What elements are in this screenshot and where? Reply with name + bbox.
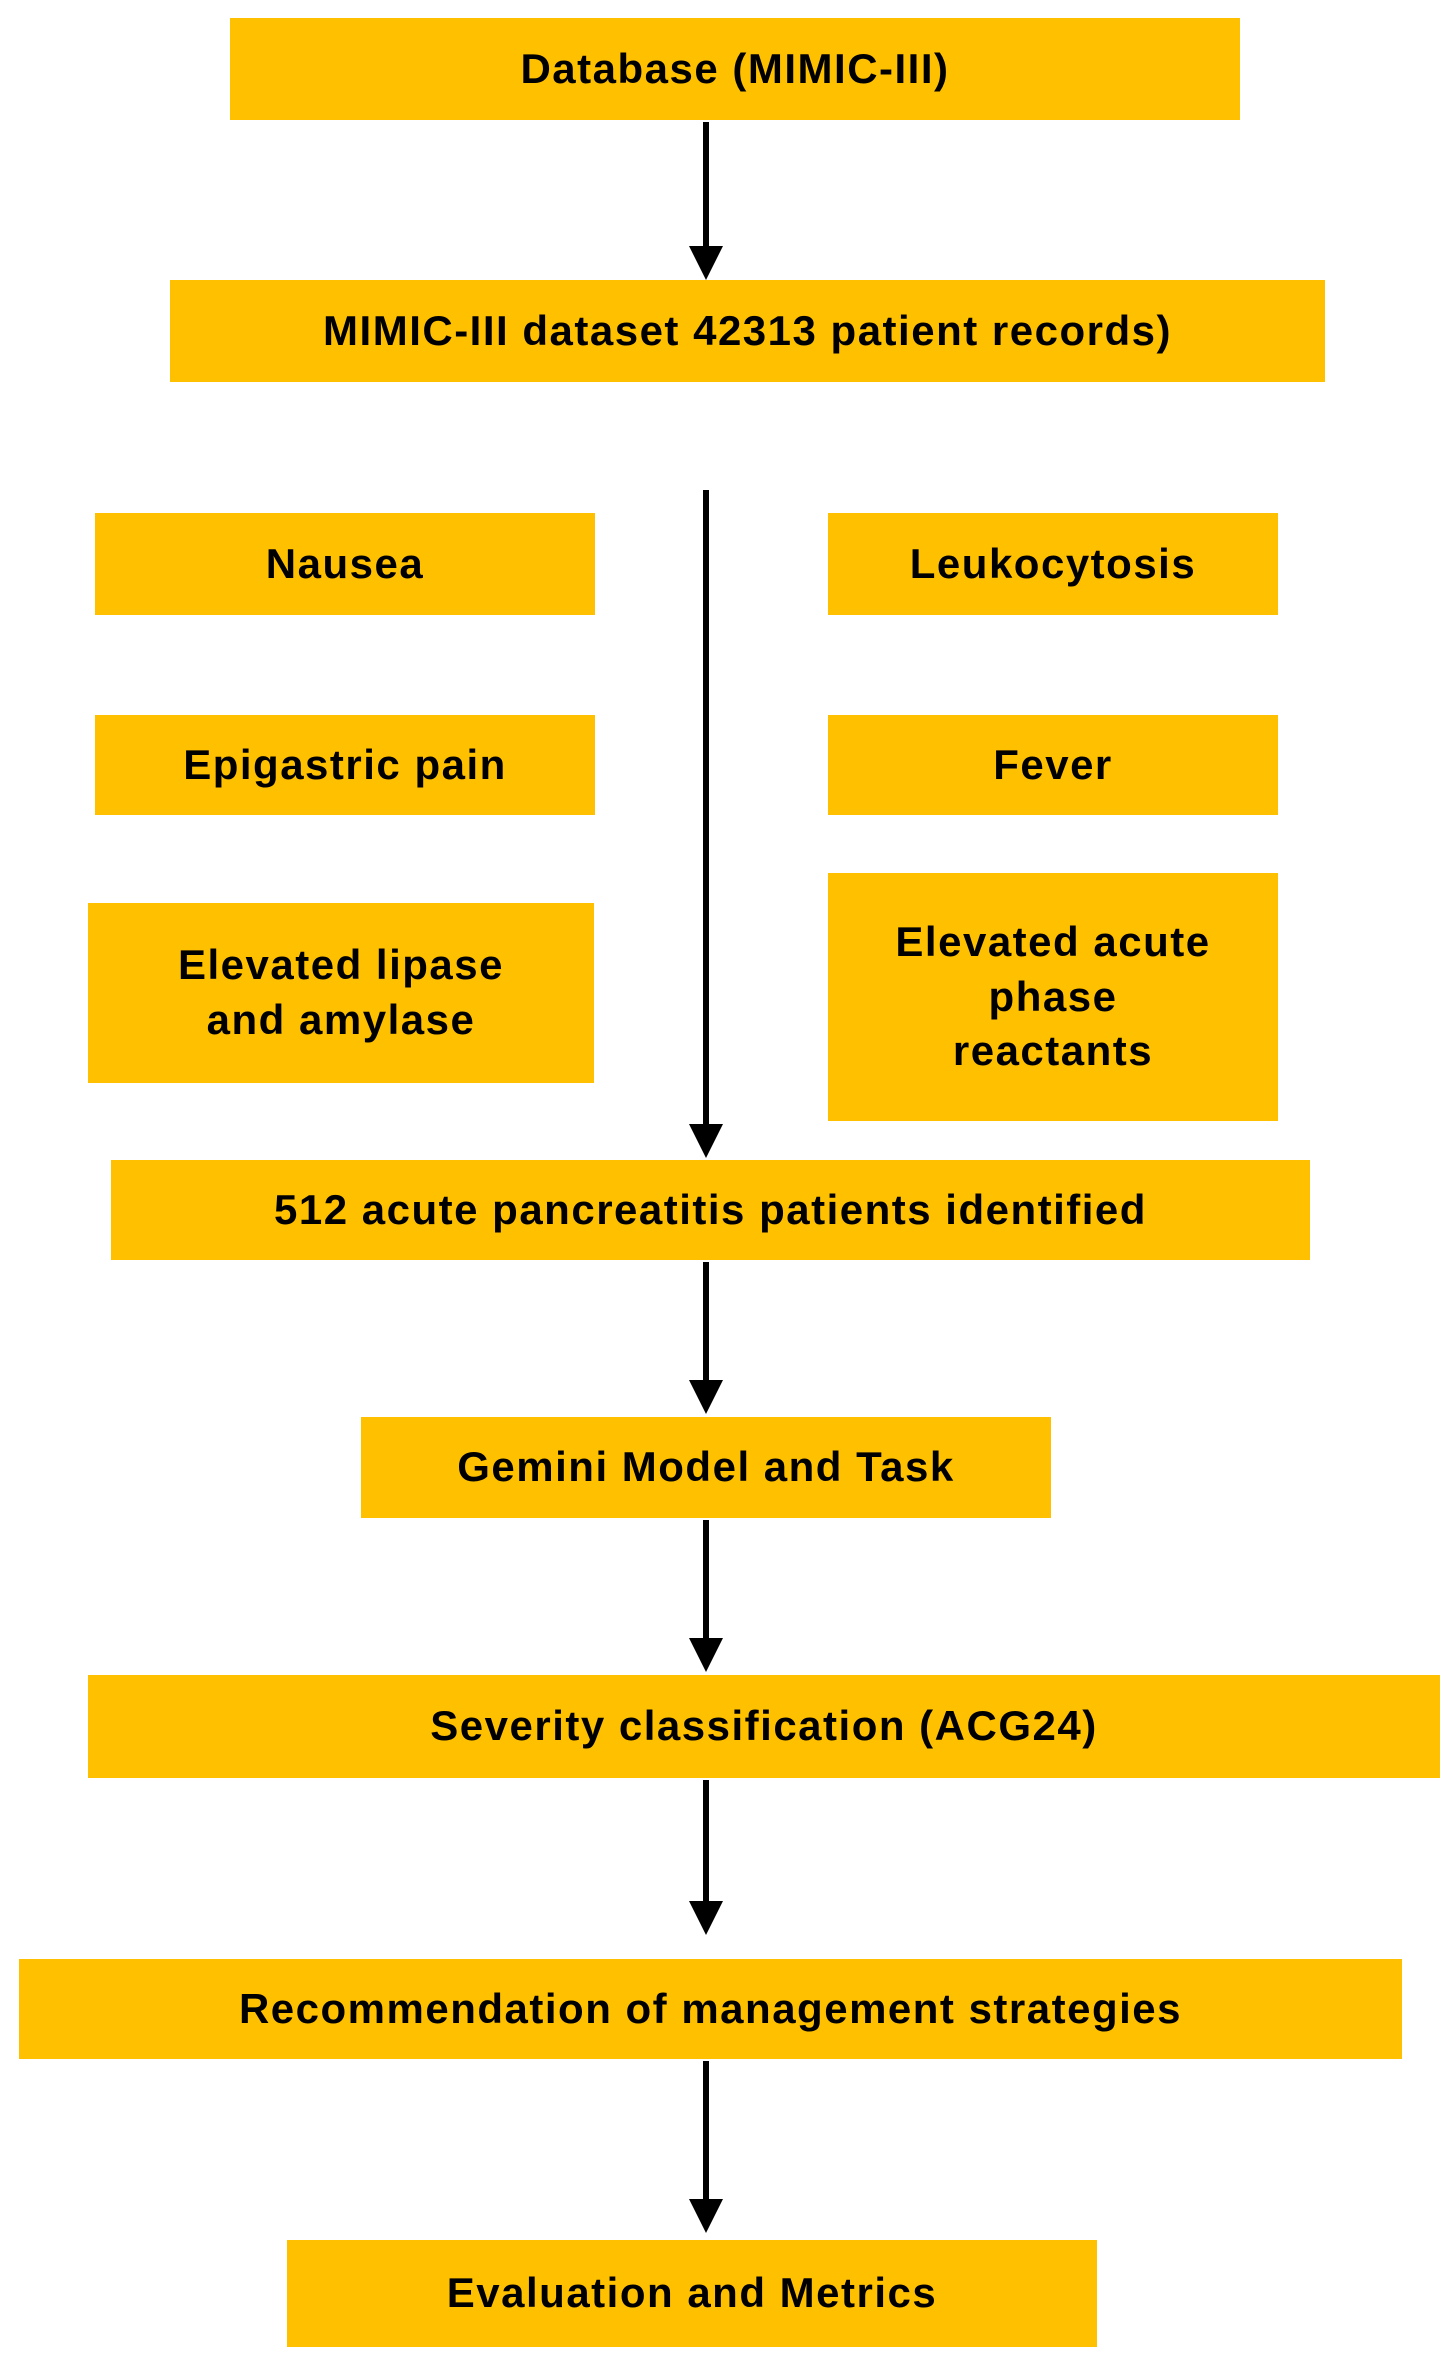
node-epigastric-pain: Epigastric pain	[95, 715, 595, 815]
arrow-down-icon	[689, 122, 723, 280]
node-recommendation-label: Recommendation of management strategies	[238, 1984, 1183, 2032]
node-leukocytosis: Leukocytosis	[828, 513, 1278, 615]
node-leukocytosis-label: Leukocytosis	[909, 539, 1197, 587]
arrow-stem	[703, 1780, 709, 1901]
node-nausea-label: Nausea	[265, 539, 425, 587]
node-nausea: Nausea	[95, 513, 595, 615]
arrow-down-icon	[689, 1262, 723, 1414]
node-acute-phase-reactants: Elevated acute phase reactants	[828, 873, 1278, 1121]
arrow-down-icon	[689, 2061, 723, 2233]
node-severity-classification: Severity classification (ACG24)	[88, 1675, 1440, 1778]
node-fever-label: Fever	[993, 740, 1113, 788]
arrow-head	[689, 1124, 723, 1158]
arrow-stem	[703, 2061, 709, 2199]
node-acute-phase-reactants-label: Elevated acute phase reactants	[895, 918, 1211, 1075]
arrow-stem	[703, 490, 709, 1124]
arrow-down-icon	[689, 490, 723, 1158]
node-recommendation: Recommendation of management strategies	[19, 1959, 1402, 2059]
arrow-head	[689, 2199, 723, 2233]
arrow-head	[689, 1901, 723, 1935]
node-patients-identified: 512 acute pancreatitis patients identifi…	[111, 1160, 1310, 1260]
node-dataset: MIMIC-III dataset 42313 patient records)	[170, 280, 1325, 382]
node-gemini-model-label: Gemini Model and Task	[457, 1443, 955, 1491]
node-database: Database (MIMIC-III)	[230, 18, 1240, 120]
node-evaluation-metrics: Evaluation and Metrics	[287, 2240, 1097, 2347]
arrow-head	[689, 246, 723, 280]
arrow-stem	[703, 122, 709, 246]
node-database-label: Database (MIMIC-III)	[520, 44, 950, 92]
node-severity-classification-label: Severity classification (ACG24)	[430, 1702, 1098, 1750]
node-epigastric-pain-label: Epigastric pain	[183, 740, 507, 788]
arrow-down-icon	[689, 1520, 723, 1672]
arrow-head	[689, 1638, 723, 1672]
node-fever: Fever	[828, 715, 1278, 815]
arrow-down-icon	[689, 1780, 723, 1935]
node-elevated-lipase-label: Elevated lipase and amylase	[178, 941, 504, 1043]
arrow-stem	[703, 1262, 709, 1380]
node-elevated-lipase: Elevated lipase and amylase	[88, 903, 594, 1083]
arrow-head	[689, 1380, 723, 1414]
node-patients-identified-label: 512 acute pancreatitis patients identifi…	[274, 1185, 1147, 1233]
node-dataset-label: MIMIC-III dataset 42313 patient records)	[323, 306, 1172, 354]
node-gemini-model: Gemini Model and Task	[361, 1417, 1051, 1518]
node-evaluation-metrics-label: Evaluation and Metrics	[446, 2269, 938, 2317]
arrow-stem	[703, 1520, 709, 1638]
